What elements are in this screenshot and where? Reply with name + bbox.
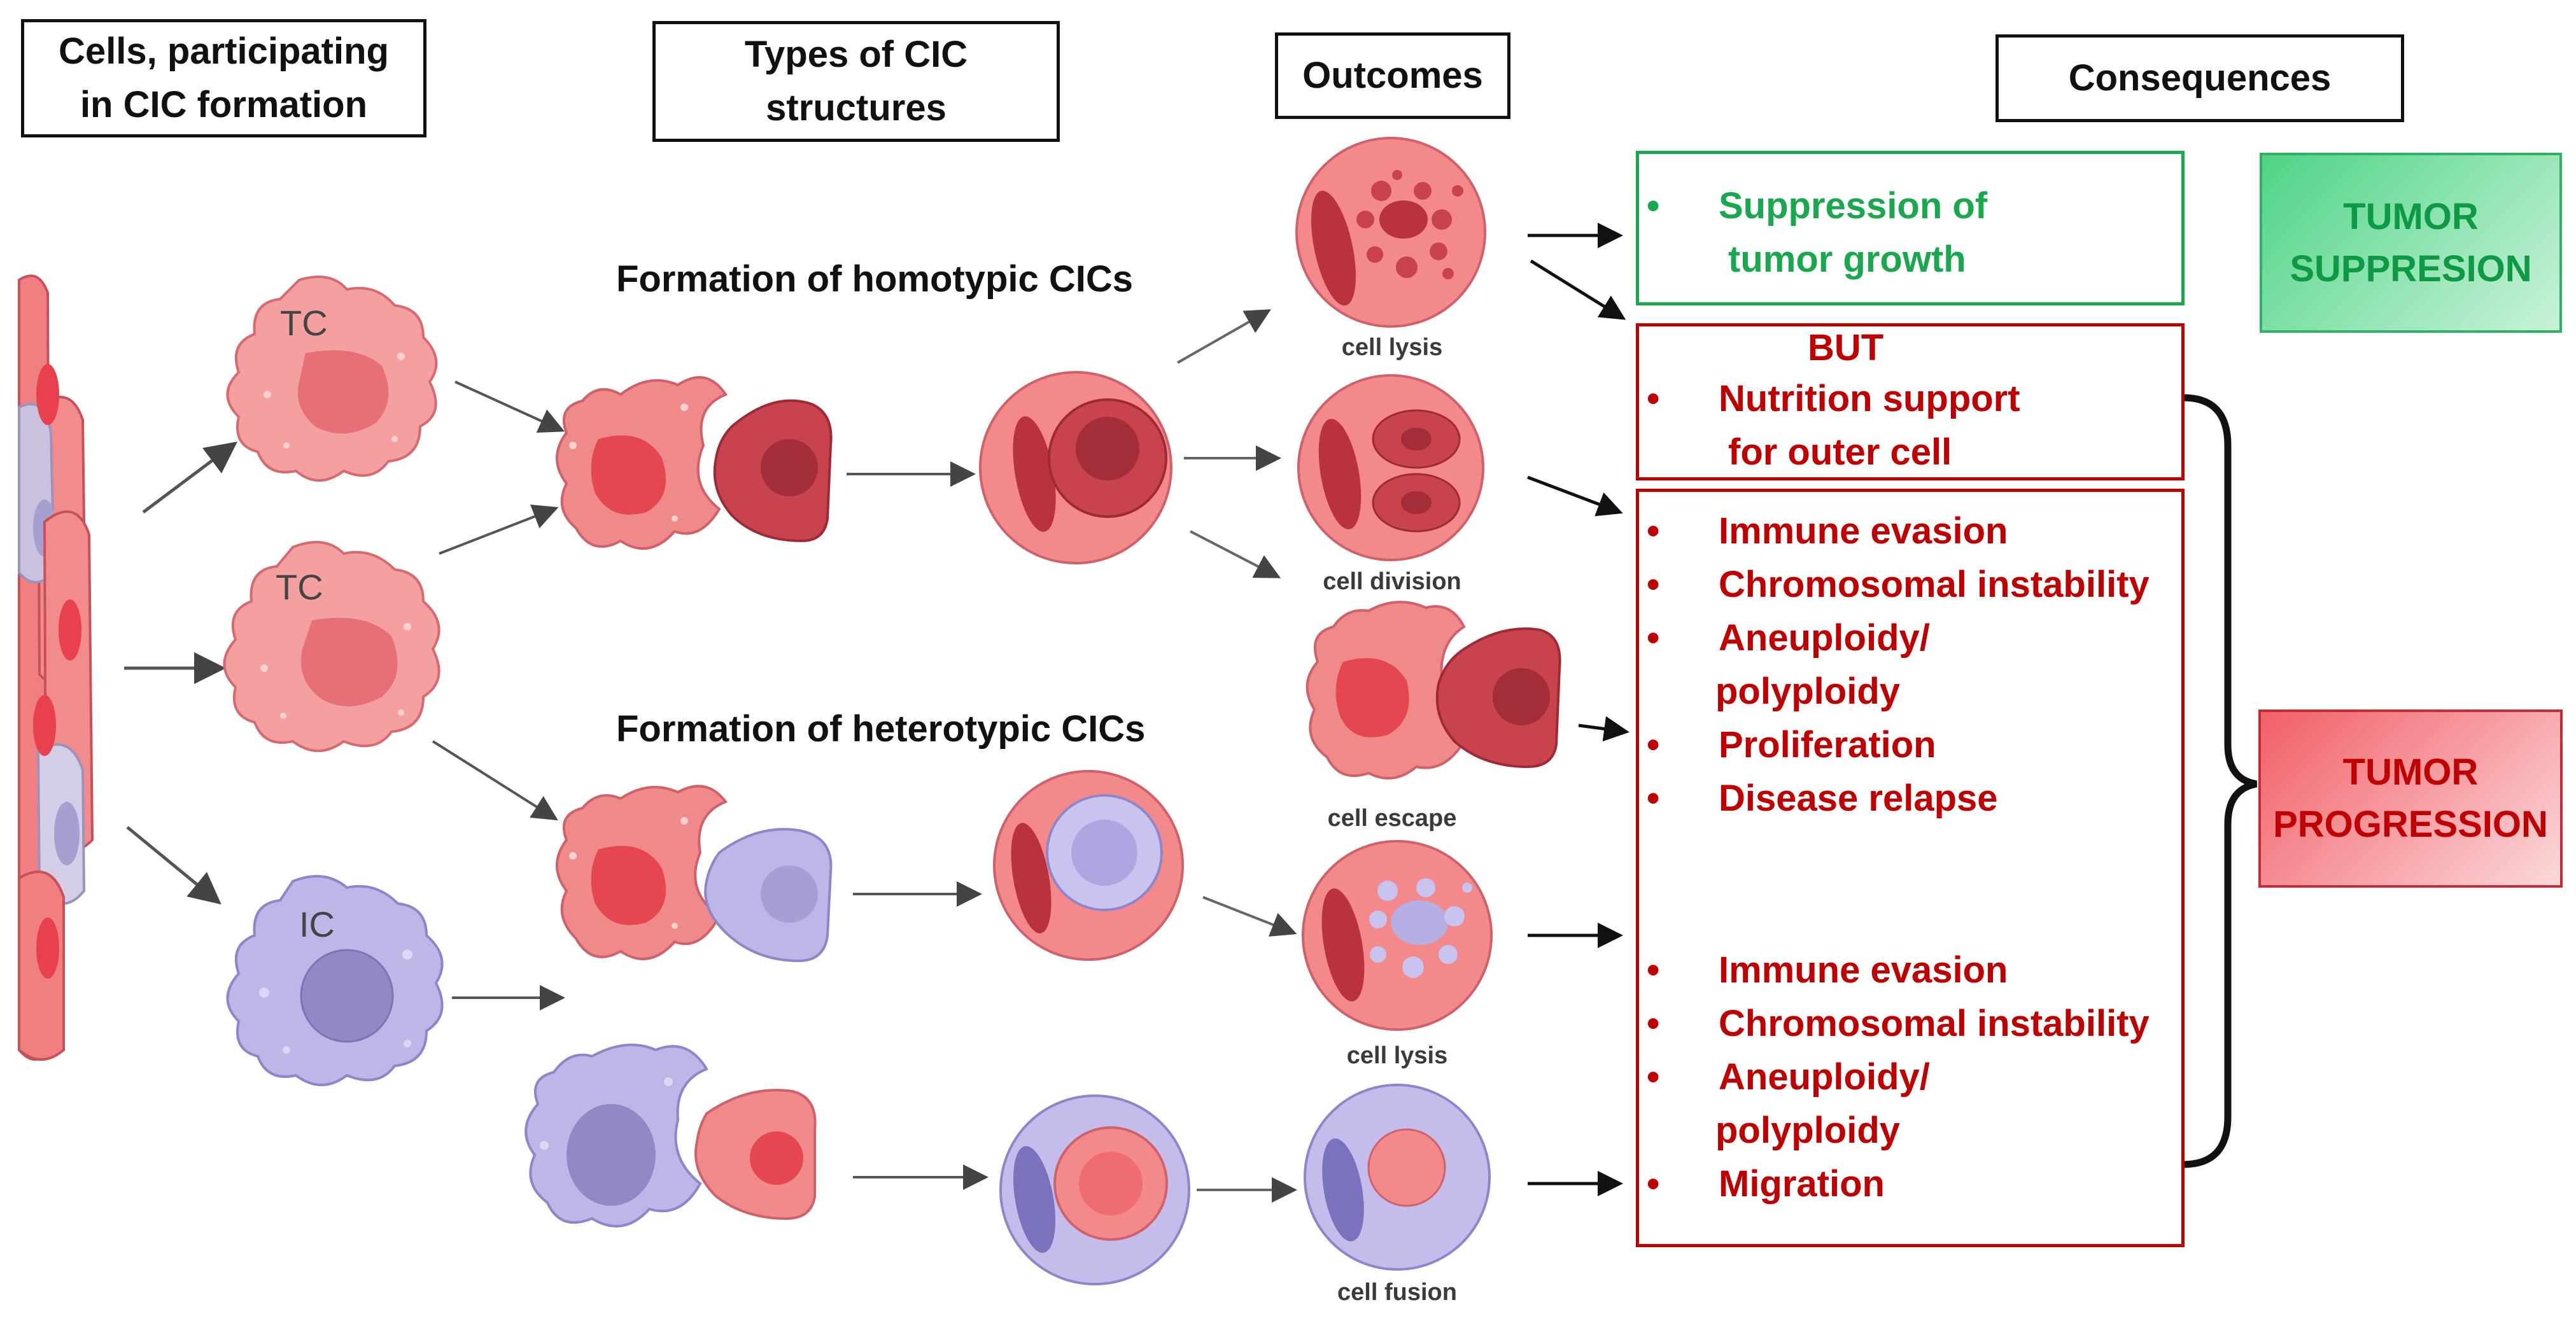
- tissue-arrows: [124, 442, 237, 905]
- outcome-lysis-top-cell: [1295, 137, 1486, 328]
- immune-host-cic-structure: [999, 1094, 1190, 1285]
- tumor-cell-top: [226, 276, 438, 482]
- heterotypic-formation-cells: [556, 785, 833, 963]
- group2-text: Aneuploidy/: [1719, 1056, 1930, 1098]
- suppression-box: • Suppression of tumor growth: [1636, 151, 2185, 305]
- outcome-division-cell: [1297, 374, 1484, 561]
- outcome-label-lysis-top: cell lysis: [1341, 334, 1443, 361]
- bullet: •: [1647, 949, 1660, 991]
- nutrition-item: • Nutrition support: [1639, 372, 2020, 426]
- suppression-item-cont: tumor growth: [1639, 233, 1987, 286]
- homotypic-formation-cells: [556, 376, 833, 550]
- group1-item: • Aneuploidy/: [1639, 612, 2150, 665]
- group2-item: • Chromosomal instability: [1639, 997, 2150, 1051]
- immune-cell: [226, 875, 444, 1086]
- heterotypic-title: Formation of heterotypic CICs: [616, 708, 1146, 750]
- heterotypic-cic-structure: [993, 770, 1184, 961]
- outcome-label-escape: cell escape: [1327, 805, 1457, 832]
- outcome-escape-cells: [1306, 601, 1561, 779]
- group1-text: Immune evasion: [1719, 510, 2008, 552]
- header-cells-line2: in CIC formation: [80, 84, 368, 125]
- group1-item: • Chromosomal instability: [1639, 558, 2150, 612]
- group2-item: • Migration: [1639, 1157, 2150, 1211]
- group1-item: • Disease relapse: [1639, 772, 2150, 825]
- group1-text: Disease relapse: [1719, 778, 1998, 819]
- cic-arrows: [847, 461, 989, 1190]
- tag-progression-line2: PROGRESSION: [2273, 804, 2548, 845]
- label-tc-middle: TC: [276, 567, 323, 607]
- tag-progression-line1: TUMOR: [2342, 751, 2479, 793]
- outcome-label-lysis-bottom: cell lysis: [1346, 1042, 1448, 1069]
- bullet: •: [1647, 617, 1660, 659]
- tag-suppression-line2: SUPPRESION: [2290, 248, 2532, 290]
- progression-box: • Immune evasion • Chromosomal instability…: [1636, 489, 2185, 1247]
- label-ic: IC: [299, 904, 335, 944]
- bullet: •: [1647, 778, 1660, 819]
- group2-item-cont: polyploidy: [1639, 1104, 2150, 1157]
- group1-text: Aneuploidy/: [1719, 617, 1930, 659]
- header-consequences: Consequences: [1995, 34, 2404, 122]
- header-outcomes: Outcomes: [1275, 32, 1510, 119]
- nutrition-line1: Nutrition support: [1719, 378, 2020, 419]
- immune-engulfing-formation-cells: [524, 1044, 817, 1227]
- bullet: •: [1647, 1056, 1660, 1098]
- consequence-arrows: [1527, 223, 1629, 1196]
- suppression-line2: tumor growth: [1728, 239, 1966, 280]
- header-types-line2: structures: [766, 87, 947, 129]
- label-tc-top: TC: [280, 303, 328, 343]
- outcome-arrows: [1177, 309, 1297, 1203]
- header-cells-line1: Cells, participating: [59, 31, 389, 72]
- tumor-progression-tag: TUMOR PROGRESSION: [2258, 709, 2563, 888]
- header-types: Types of CIC structures: [652, 21, 1060, 142]
- group2-item: • Aneuploidy/: [1639, 1051, 2150, 1104]
- formation-arrows: [432, 381, 565, 1010]
- bullet: •: [1647, 510, 1660, 552]
- outcome-label-division: cell division: [1323, 568, 1461, 595]
- bullet: •: [1647, 724, 1660, 765]
- outcome-label-fusion: cell fusion: [1337, 1279, 1457, 1306]
- group2-text: Migration: [1719, 1163, 1885, 1205]
- but-text: BUT: [1808, 327, 1884, 368]
- bullet: •: [1647, 1003, 1660, 1044]
- bullet: •: [1647, 185, 1660, 227]
- group1-item: • Proliferation: [1639, 718, 2150, 772]
- group2-text: Immune evasion: [1719, 949, 2008, 991]
- group2-text: Chromosomal instability: [1719, 1003, 2150, 1044]
- header-types-line1: Types of CIC: [744, 34, 968, 75]
- progression-brace: [2183, 394, 2258, 1168]
- tumor-suppression-tag: TUMOR SUPPRESION: [2260, 153, 2562, 333]
- group1-text: Chromosomal instability: [1719, 564, 2150, 605]
- group1-text: Proliferation: [1719, 724, 1936, 765]
- suppression-line1: Suppression of: [1719, 185, 1988, 227]
- tissue-layer: [18, 274, 94, 1061]
- homotypic-title: Formation of homotypic CICs: [616, 258, 1133, 300]
- suppression-item: • Suppression of: [1639, 179, 1987, 233]
- bullet: •: [1647, 1163, 1660, 1205]
- tumor-cell-middle: [223, 541, 440, 752]
- outcome-fusion-cell: [1304, 1084, 1491, 1271]
- header-cells: Cells, participating in CIC formation: [21, 19, 426, 137]
- group2-item: • Immune evasion: [1639, 944, 2150, 997]
- group1-item: • Immune evasion: [1639, 505, 2150, 558]
- nutrition-box: BUT • Nutrition support for outer cell: [1636, 323, 2185, 480]
- header-outcomes-text: Outcomes: [1302, 55, 1483, 96]
- nutrition-item-cont: for outer cell: [1639, 426, 2020, 479]
- tag-suppression-line1: TUMOR: [2343, 195, 2479, 237]
- header-consequences-text: Consequences: [2068, 57, 2332, 99]
- bullet: •: [1647, 564, 1660, 605]
- group2-text: polyploidy: [1715, 1110, 1900, 1151]
- homotypic-cic-structure: [979, 371, 1172, 564]
- group1-text: polyploidy: [1715, 671, 1900, 712]
- group1-item-cont: polyploidy: [1639, 665, 2150, 718]
- bullet: •: [1647, 378, 1660, 419]
- outcome-lysis-bottom-cell: [1302, 840, 1493, 1031]
- nutrition-line2: for outer cell: [1728, 431, 1952, 473]
